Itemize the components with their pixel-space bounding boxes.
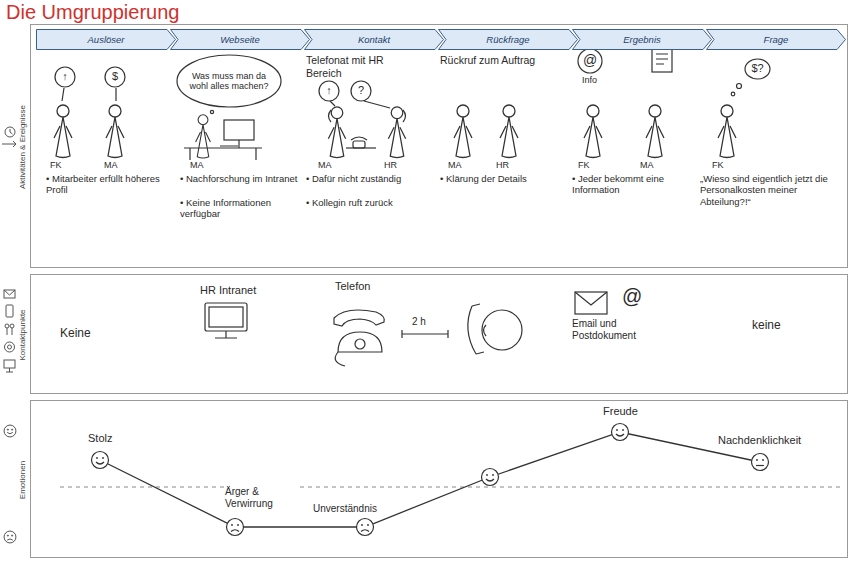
bubble-outline xyxy=(55,67,75,87)
bubble-text: $? xyxy=(751,62,763,75)
bubble-outline xyxy=(319,81,339,101)
note-text: • Klärung der Details xyxy=(440,173,540,184)
note-text: • Keine Informationen verfügbar xyxy=(180,197,298,220)
sketch-label: HR Intranet xyxy=(200,284,256,297)
lane-heading: Aktivitäten & Ereignisse xyxy=(18,25,28,269)
note-text: • Kollegin ruft zurück xyxy=(306,197,424,208)
phase-name: Frage xyxy=(764,34,789,45)
sketch-label: @ xyxy=(583,52,597,69)
sketch-label: FK xyxy=(578,160,590,171)
sketch-details xyxy=(62,46,742,366)
phase-name: Kontakt xyxy=(358,34,390,45)
note-text: Telefonat mit HR Bereich xyxy=(306,54,418,79)
note-text: Email und Postdokument xyxy=(572,318,662,342)
emotion-label: Freude xyxy=(602,405,639,418)
note-text: • Nachforschung im Intranet xyxy=(180,173,298,184)
cloud-outline xyxy=(177,55,281,107)
sketch-label: MA xyxy=(448,160,462,171)
swimlane-band: Emotionen xyxy=(30,400,848,558)
chevron-outline xyxy=(37,30,176,50)
emotion-label: Ärger & Verwirrung xyxy=(224,486,296,510)
phase-chevron: Kontakt xyxy=(304,29,444,50)
diagram-title: Die Umgruppierung xyxy=(6,0,179,24)
swimlane-band: Aktivitäten & EreignisseAuslöserWebseite… xyxy=(30,24,848,268)
phase-chevron: Ergebnis xyxy=(572,29,712,50)
speech-bubble: ↑ xyxy=(318,80,340,102)
emotion-label: Nachdenklichkeit xyxy=(717,434,802,447)
sketch-label: Telefon xyxy=(335,280,370,293)
speech-bubble: $ xyxy=(104,66,126,88)
phase-chevron: Webseite xyxy=(170,29,310,50)
emotion-label: Unverständnis xyxy=(312,503,378,515)
note-text: „Wieso sind eigentlich jetzt die Persona… xyxy=(700,173,840,207)
speech-bubble: $? xyxy=(744,58,771,80)
sketch-label: 2 h xyxy=(412,316,426,328)
phase-name: Auslöser xyxy=(88,34,125,45)
sketch-label: HR xyxy=(496,160,509,171)
sketch-label: Info xyxy=(582,75,597,86)
sketch-label: MA xyxy=(190,160,204,171)
row-icons xyxy=(2,127,16,543)
phase-name: Rückfrage xyxy=(486,34,529,45)
bubble-outline xyxy=(745,59,770,79)
swimlane-band: Kontaktpunkte xyxy=(30,274,848,394)
sketch-label: Keine xyxy=(60,326,91,340)
sketch-label: keine xyxy=(752,318,781,332)
chevron-outline xyxy=(573,30,712,50)
lane-heading: Kontaktpunkte xyxy=(18,275,28,395)
chevron-outline xyxy=(707,30,846,50)
note-text: • Dafür nicht zuständig xyxy=(306,173,424,184)
stick-figures xyxy=(54,105,736,158)
note-text: • Jeder bekommt eine Information xyxy=(572,173,690,196)
chevron-outline xyxy=(439,30,578,50)
lane-heading: Emotionen xyxy=(18,401,28,559)
emotion-label: Stolz xyxy=(87,432,113,445)
bubble-outline xyxy=(105,67,125,87)
note-text: Rückruf zum Auftrag xyxy=(440,54,540,67)
speech-bubble: ? xyxy=(350,80,372,102)
thought-text: Was muss man da wohl alles machen? xyxy=(189,71,269,92)
phase-name: Ergebnis xyxy=(623,34,661,45)
phase-chevron: Frage xyxy=(706,29,846,50)
emotion-curve xyxy=(60,424,840,536)
sketch-label: FK xyxy=(712,160,724,171)
bubble-text: ? xyxy=(358,84,364,97)
phase-chevron: Auslöser xyxy=(36,29,176,50)
phase-chevron: Rückfrage xyxy=(438,29,578,50)
sketch-label: @ xyxy=(622,284,642,308)
sketch-label: FK xyxy=(50,160,62,171)
chevron-outline xyxy=(305,30,444,50)
sketch-label: MA xyxy=(318,160,332,171)
note-text: • Mitarbeiter erfüllt höheres Profil xyxy=(46,173,164,196)
chevron-outline xyxy=(171,30,310,50)
sketch-label: MA xyxy=(104,160,118,171)
phase-name: Webseite xyxy=(220,34,259,45)
bubble-text: $ xyxy=(112,70,118,83)
thought-cloud: Was muss man da wohl alles machen? xyxy=(176,54,282,108)
speech-bubble: ↑ xyxy=(54,66,76,88)
sketch-label: MA xyxy=(640,160,654,171)
bubble-text: ↑ xyxy=(326,84,332,97)
sketch-label: HR xyxy=(384,160,397,171)
bubble-text: ↑ xyxy=(62,70,68,83)
bubble-outline xyxy=(351,81,371,101)
